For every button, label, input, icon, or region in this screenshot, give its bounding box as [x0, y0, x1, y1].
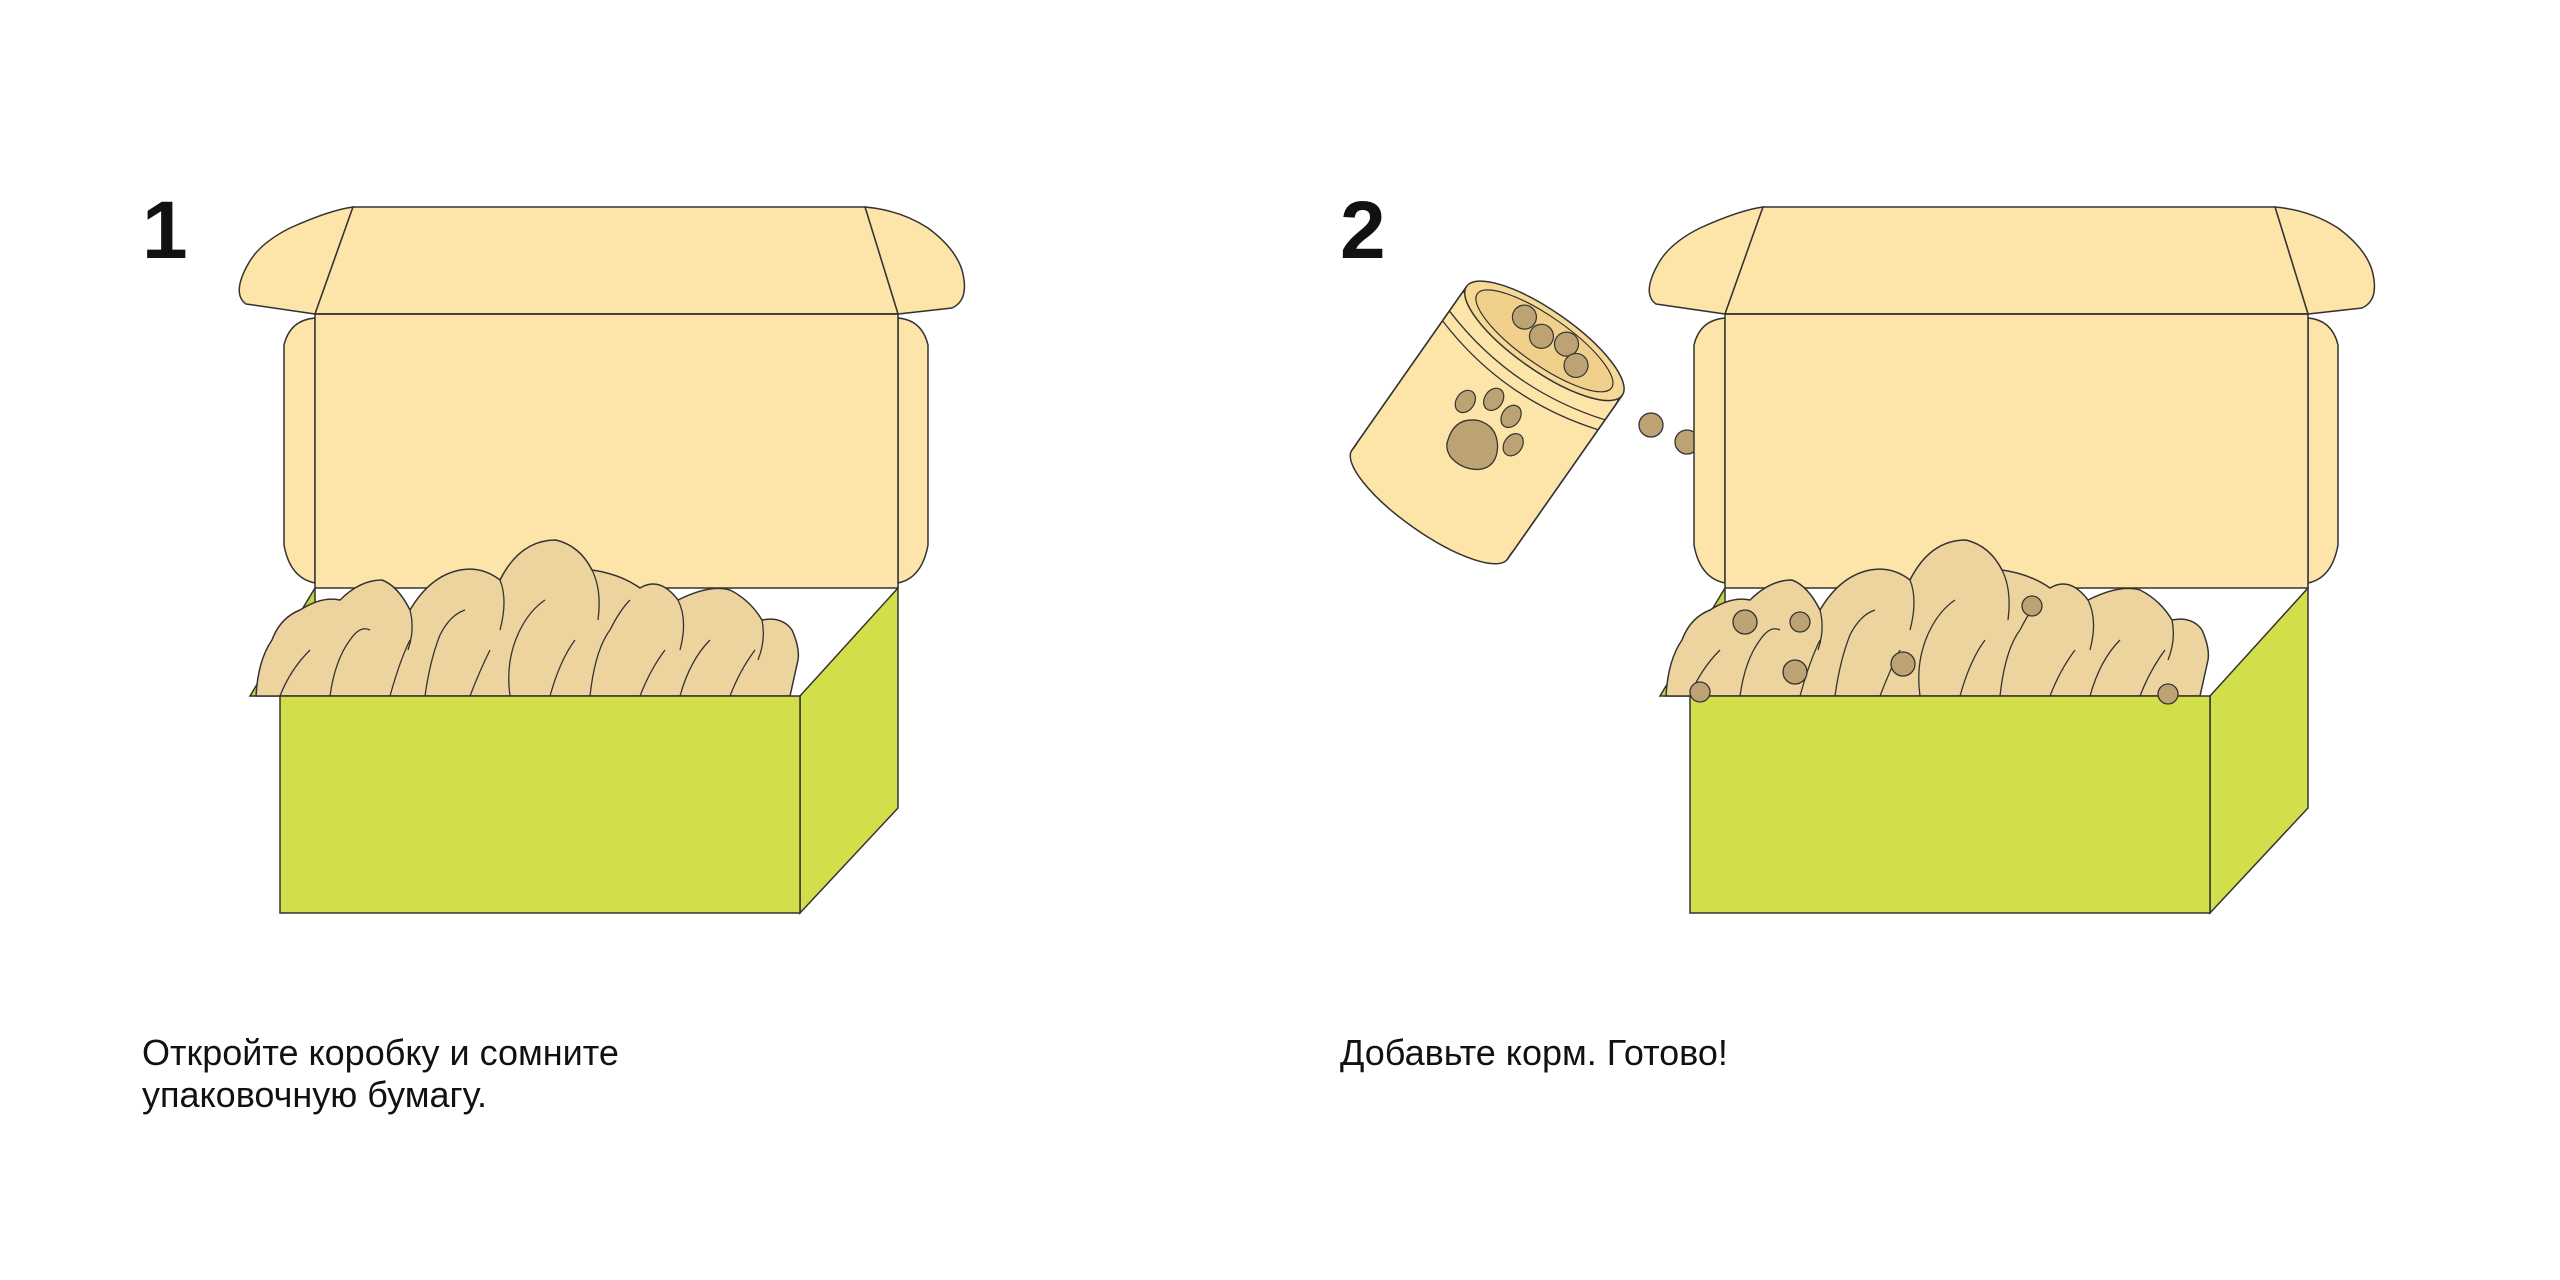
step-caption: Откройте коробку и сомните упаковочную б… [142, 1032, 862, 1116]
caption-line: Добавьте корм. Готово! [1340, 1032, 1728, 1073]
food-can-icon [1349, 280, 1625, 565]
step-number: 2 [1340, 185, 1386, 276]
step-1-illustration [238, 206, 966, 914]
open-box-icon [1648, 206, 2376, 914]
open-box-icon [238, 206, 966, 914]
kibble-icon [1638, 412, 1700, 455]
step-1: 1 Откройте коробку и сомните упаковочную… [0, 0, 1200, 1280]
caption-line: упаковочную бумагу. [142, 1074, 488, 1115]
step-2: 2 [1200, 0, 2400, 1280]
step-number: 1 [142, 185, 188, 276]
step-caption: Добавьте корм. Готово! [1340, 1032, 2060, 1074]
caption-line: Откройте коробку и сомните [142, 1032, 619, 1073]
step-2-illustration [1349, 206, 2376, 914]
paw-print-icon [1446, 387, 1524, 471]
